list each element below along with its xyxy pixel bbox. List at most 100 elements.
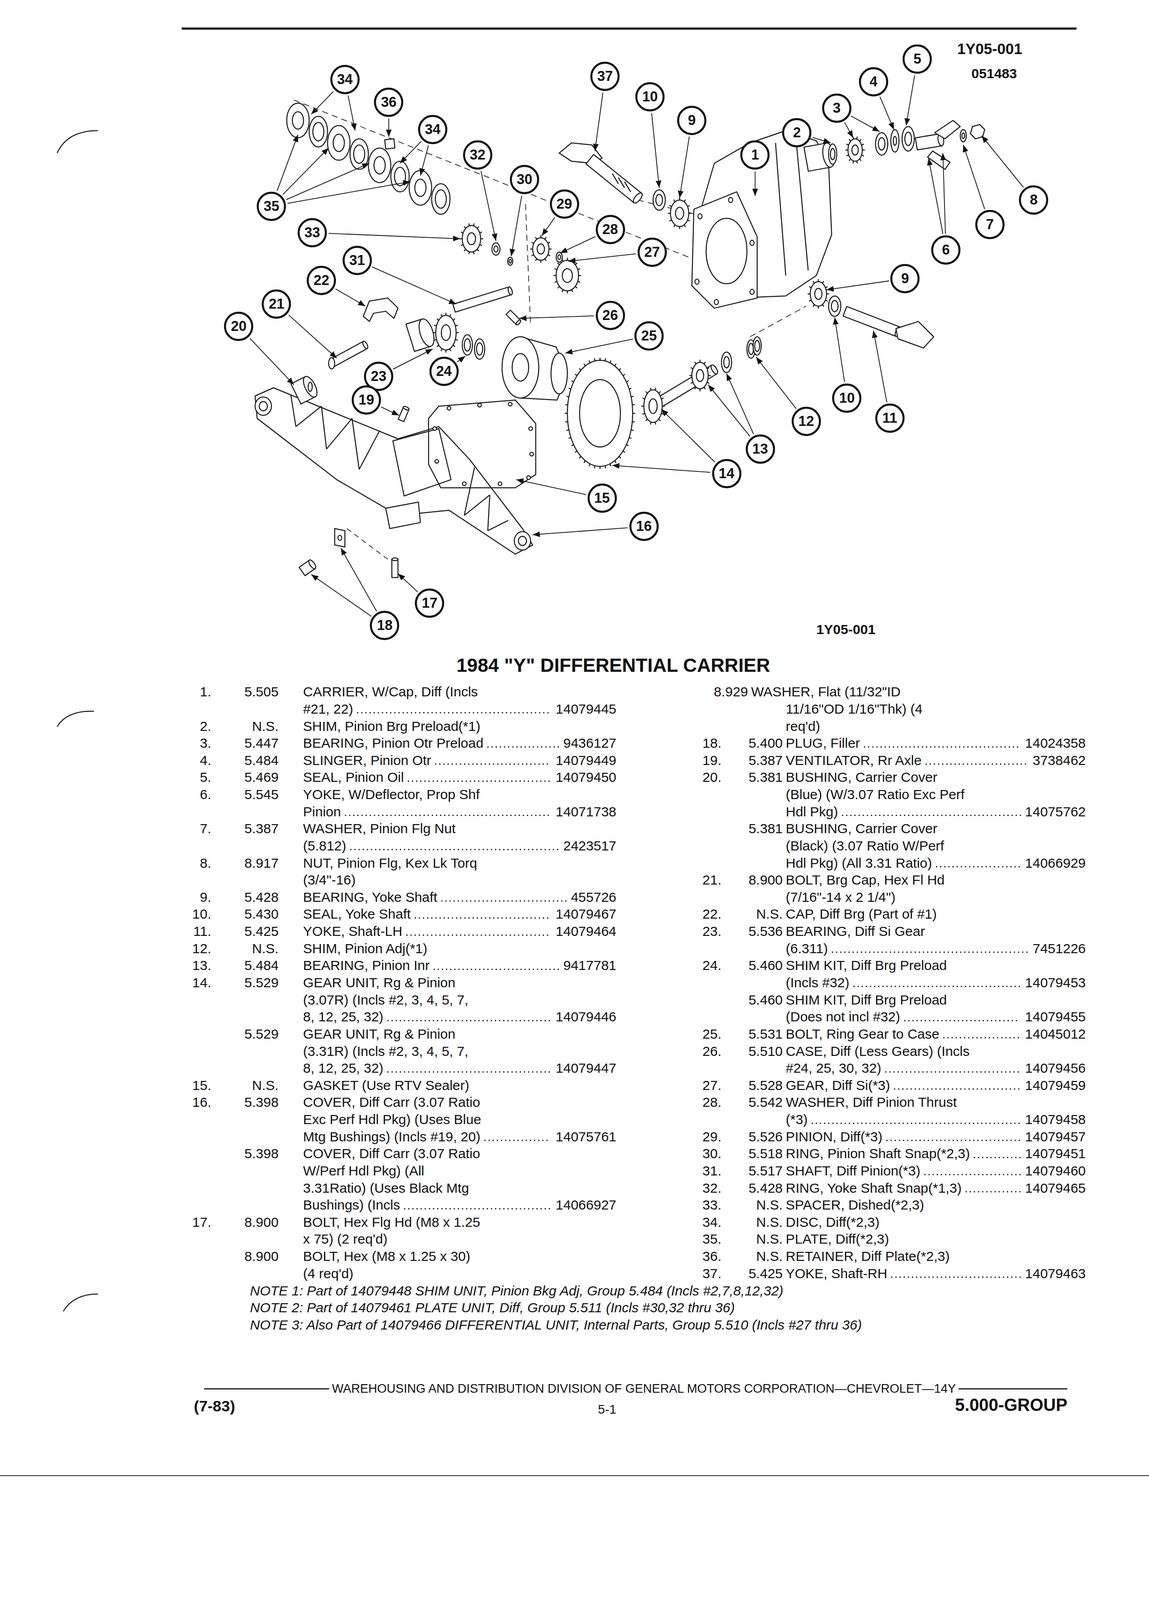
- side-gear: [554, 268, 557, 270]
- part-description: BEARING, Pinion Inr: [303, 956, 430, 975]
- gasket-hole: [477, 403, 482, 407]
- item-number: 27.: [702, 1076, 722, 1095]
- dot-leader: [842, 814, 1021, 816]
- yoke-shaft-bearing: [687, 219, 690, 222]
- group-code: N.S.: [756, 1230, 783, 1248]
- side-bearing: [455, 324, 458, 326]
- ring-gear: [599, 357, 601, 361]
- cap-bolt: [329, 341, 368, 367]
- leader-line: [519, 315, 595, 319]
- part-number: 14079467: [555, 905, 617, 923]
- yoke-shaft-bearing: [810, 281, 827, 307]
- callout-number: 11: [874, 403, 905, 434]
- dished-spacer: [464, 226, 466, 229]
- diff-pinion: [544, 258, 547, 261]
- cap-bolt: [361, 340, 370, 350]
- leader-line: [873, 330, 887, 403]
- yoke-shaft-lh: [631, 191, 644, 205]
- diff-pinion: [540, 260, 542, 264]
- thrust-washer: [557, 254, 561, 260]
- cover-eye: [254, 396, 272, 415]
- part-description: BOLT, Hex Flg Hd (M8 x 1.25 x 75) (2 req…: [303, 1213, 481, 1248]
- dished-spacer: [460, 231, 464, 233]
- dished-spacer: [473, 251, 475, 255]
- side-bearing: [456, 332, 460, 334]
- group-code: 5.536: [748, 922, 783, 940]
- ring-gear: [564, 412, 568, 414]
- part-description: CASE, Diff (Less Gears) (Incls #24, 25, …: [785, 1042, 970, 1077]
- part-number: 14079446: [555, 1008, 617, 1026]
- side-bearing: [453, 318, 455, 321]
- leader-line: [480, 170, 496, 241]
- dot-leader: [832, 951, 1029, 953]
- group-code: N.S.: [252, 717, 279, 735]
- callout: 26: [595, 300, 626, 331]
- pinion-inner-bearing: [690, 382, 694, 384]
- dot-leader: [812, 1122, 1021, 1125]
- yoke-shaft-bearing: [667, 212, 671, 214]
- dished-spacer: [479, 231, 482, 233]
- item-number: 36.: [702, 1247, 722, 1265]
- part-number: 14079451: [1024, 1144, 1086, 1163]
- yoke-shaft-bearing: [817, 306, 819, 310]
- diff-disc: [312, 122, 324, 141]
- part-description: WASHER, Pinion Flg Nut (5.812): [303, 819, 456, 855]
- plate-retainer: [384, 138, 395, 149]
- leader-line: [879, 96, 895, 130]
- yoke-shaft-bearing: [673, 224, 675, 228]
- item-number: 13.: [192, 956, 212, 975]
- ring-gear: [609, 463, 611, 466]
- title: 1984 "Y" DIFFERENTIAL CARRIER: [456, 654, 770, 677]
- footer-rule: [958, 1388, 1068, 1390]
- side-gear: [566, 290, 568, 294]
- side-bearing: [435, 315, 457, 350]
- group-code: 8.917: [244, 854, 279, 872]
- leader-line: [812, 137, 831, 143]
- yoke-shaft-rh: [843, 306, 900, 337]
- part-description: BOLT, Brg Cap, Hex Fl Hd (7/16"-14 x 2 1…: [785, 871, 945, 906]
- drawing-number: 1Y05-001: [957, 39, 1023, 59]
- item-number: 29.: [702, 1128, 722, 1146]
- callout-number: 3: [821, 93, 852, 124]
- part-description: CARRIER, W/Cap, Diff (Incls #21, 22): [303, 683, 479, 718]
- case-flange: [502, 336, 540, 399]
- cover-eye: [514, 531, 531, 550]
- gasket-hole: [447, 406, 451, 410]
- item-number: 35.: [702, 1230, 722, 1248]
- yoke-shaft-bearing: [679, 226, 680, 230]
- pinion-seal: [904, 132, 912, 146]
- ring-gear: [584, 460, 586, 463]
- center-line: [346, 528, 388, 560]
- group-code: 5.484: [244, 751, 279, 770]
- leader-line: [851, 115, 880, 132]
- side-gear: [554, 281, 557, 283]
- cover-web: [464, 494, 490, 516]
- item-number: 5.: [199, 768, 212, 786]
- ring-gear: [619, 456, 621, 459]
- illustration: [0, 28, 1149, 1476]
- callout: 2: [781, 117, 812, 148]
- pinion-outer-bearing: [853, 160, 854, 164]
- diff-plate: [327, 125, 350, 160]
- leader-line: [286, 163, 370, 200]
- diff-plate: [409, 170, 432, 205]
- bottom-rule: [0, 1475, 1149, 1477]
- dot-leader: [435, 763, 552, 765]
- cover-center: [392, 428, 451, 496]
- diff-plate: [374, 156, 386, 175]
- callout: 18: [369, 610, 400, 641]
- gasket-hole: [526, 475, 531, 480]
- yoke-shaft-lh: [585, 154, 642, 203]
- dished-spacer: [477, 249, 479, 251]
- punch-mark: [57, 130, 99, 153]
- pinion-outer-bearing: [862, 149, 865, 151]
- part-number: 14045012: [1024, 1025, 1086, 1043]
- ring-gear: [629, 437, 632, 439]
- cover-lug: [385, 502, 421, 529]
- side-bearing: [440, 348, 442, 351]
- callout-number: 18: [369, 610, 400, 641]
- ring-gear: [571, 380, 574, 382]
- spline: [612, 173, 619, 184]
- side-gear: [562, 268, 573, 283]
- ring-gear: [574, 450, 577, 453]
